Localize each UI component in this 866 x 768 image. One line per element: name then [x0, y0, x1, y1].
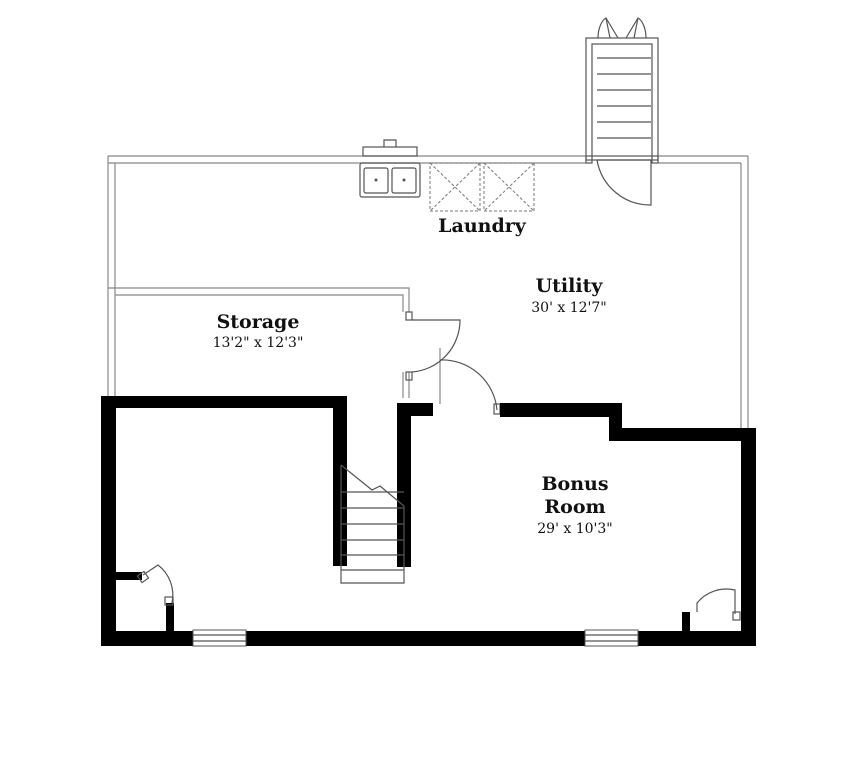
- bonus-room-label-line2: Room: [544, 496, 605, 518]
- dryer-icon: [483, 162, 535, 212]
- laundry-label: Laundry: [438, 215, 527, 237]
- closet-door: [136, 564, 174, 606]
- exterior-door: [696, 588, 741, 621]
- bonus-room-label-line1: Bonus: [541, 473, 608, 495]
- sink-icon: [359, 139, 421, 198]
- utility-dimensions: 30' x 12'7": [531, 300, 606, 316]
- bonus-room-door: [439, 359, 501, 415]
- storage-label: Storage: [217, 311, 300, 333]
- bonus-room-dimensions: 29' x 10'3": [537, 521, 612, 537]
- upper-thin-walls: [107, 155, 749, 430]
- storage-dimensions: 13'2" x 12'3": [213, 335, 304, 351]
- window-icon: [192, 629, 639, 647]
- storage-door: [405, 311, 461, 381]
- interior-stairs-icon: [340, 464, 405, 584]
- utility-label: Utility: [536, 275, 604, 297]
- exterior-stairs-icon: [585, 17, 659, 206]
- bonus-room-walls: [101, 396, 756, 646]
- washer-icon: [429, 162, 481, 212]
